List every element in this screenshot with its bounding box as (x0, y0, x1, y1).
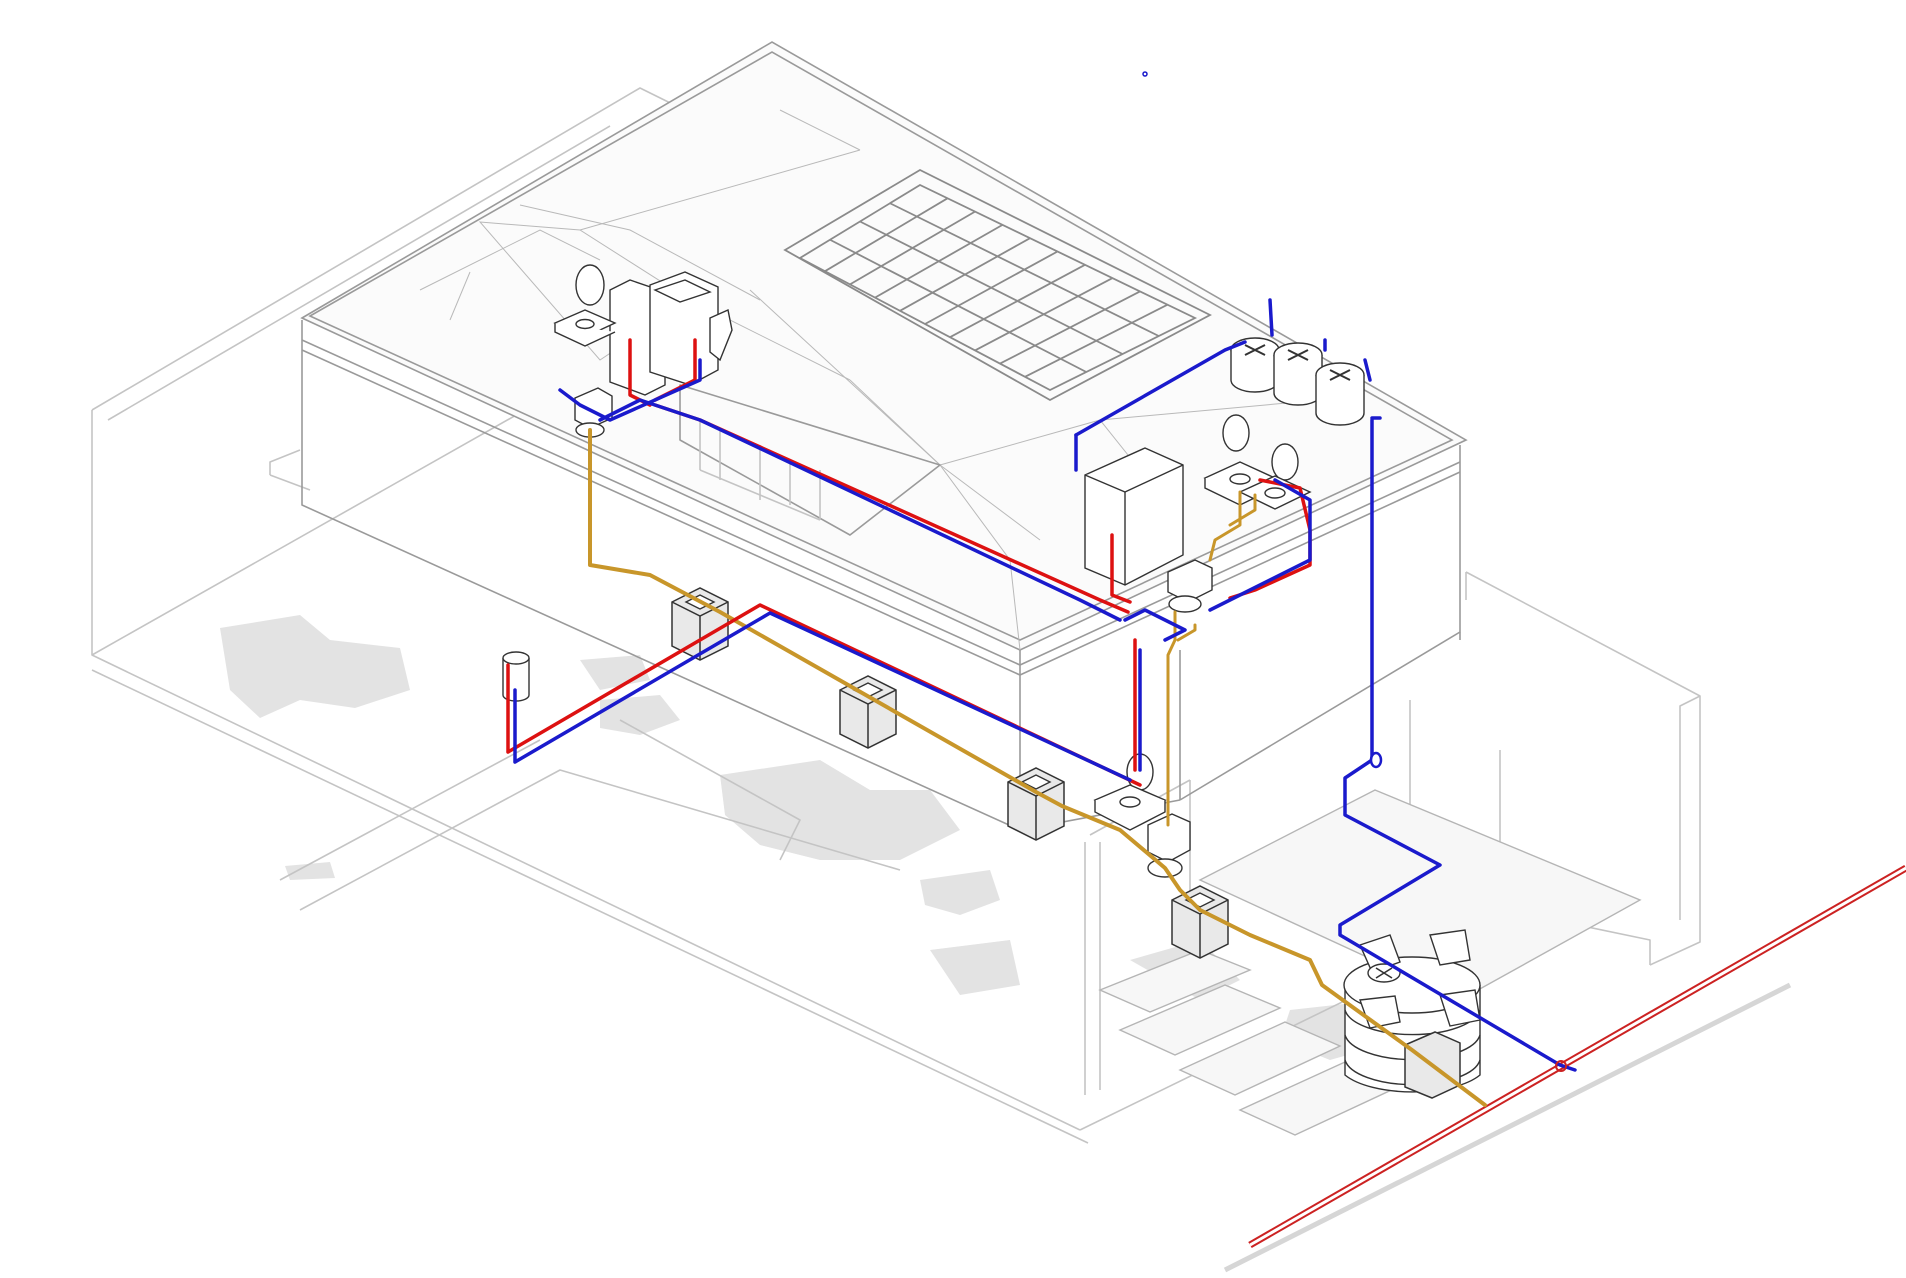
shower-enclosure-icon (609, 271, 719, 396)
courtyard-void (679, 384, 941, 536)
toilet-icon (1167, 559, 1213, 613)
entry-slab (1098, 789, 1642, 1136)
skylight-grid-icon (783, 168, 1212, 402)
upper-left-bathroom (553, 264, 733, 438)
water-heater-icon (1084, 447, 1184, 586)
cold-water-pipes (513, 71, 1577, 1072)
roof-tanks (1230, 337, 1365, 426)
skylight-grid-line (859, 220, 1123, 355)
inspection-box-icon (671, 587, 729, 661)
skylight-grid-line (829, 238, 1087, 373)
roof-tank-icon (1315, 362, 1365, 426)
inspection-box-icon (839, 675, 897, 749)
mirror-icon (575, 264, 605, 306)
ground-bathroom (1093, 753, 1191, 878)
sink-icon (553, 309, 617, 347)
sink-icon (1093, 784, 1167, 831)
main-supply-line (1223, 864, 1906, 1273)
roof-tank-icon (1230, 337, 1280, 393)
roof-tank-icon (1273, 342, 1323, 406)
skylight-grid-line (889, 202, 1160, 337)
